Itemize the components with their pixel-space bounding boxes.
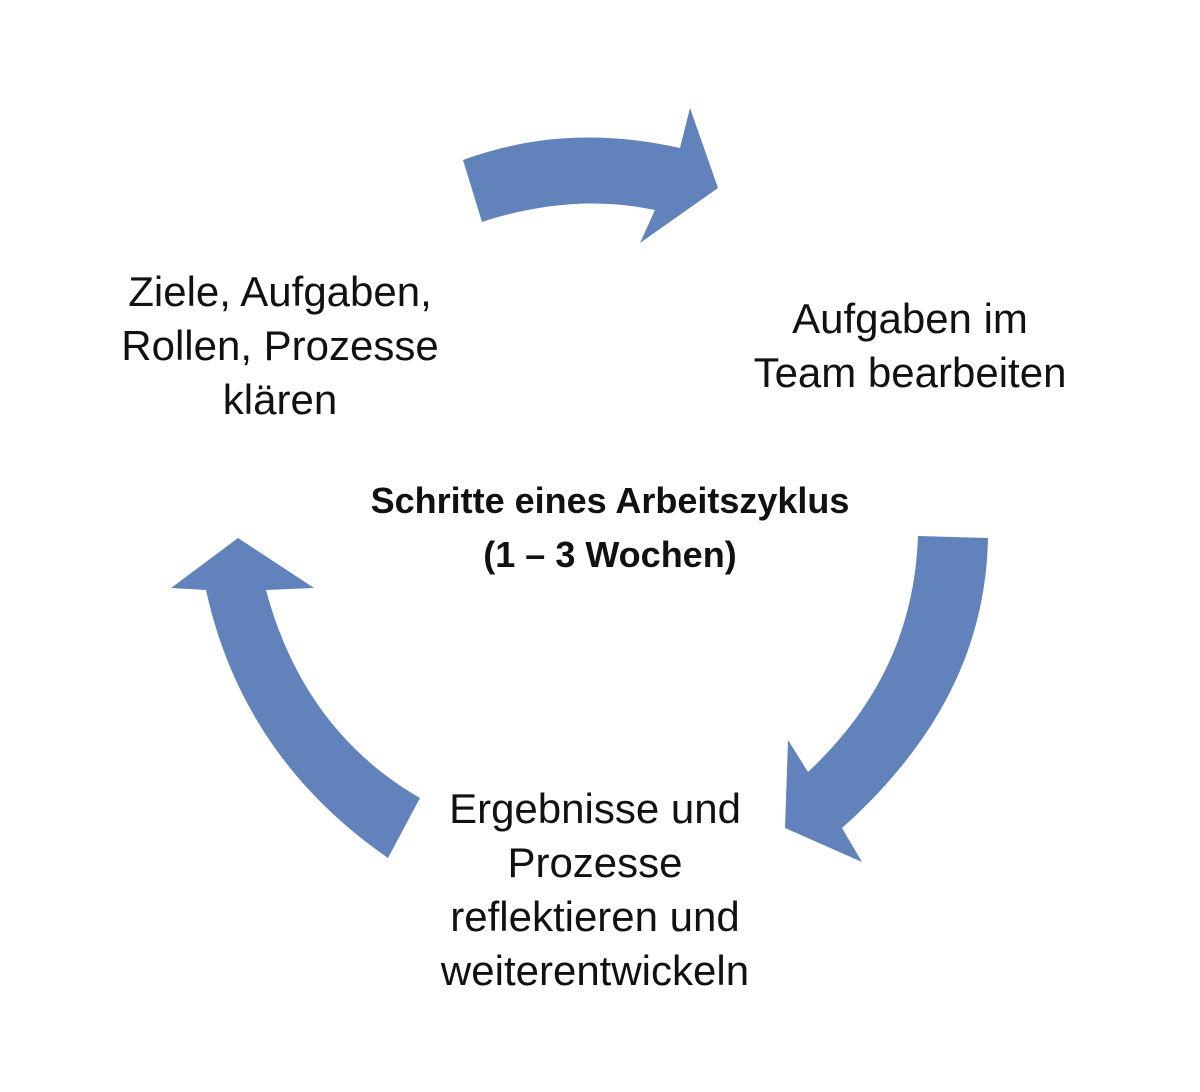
arrow-step1-to-step2 [463, 108, 718, 243]
step-clarify-goals: Ziele, Aufgaben, Rollen, Prozesse klären [90, 265, 470, 427]
cycle-title-line-1: Schritte eines Arbeitszyklus [370, 480, 850, 521]
step-reflect-develop: Ergebnisse und Prozesse reflektieren und… [395, 782, 795, 998]
step-3-line-4: weiterentwickeln [440, 947, 750, 994]
step-1-line-1: Ziele, Aufgaben, [128, 268, 432, 315]
step-2-line-1: Aufgaben im [792, 295, 1028, 342]
step-1-line-3: klären [222, 376, 338, 423]
cycle-title-line-2: (1 – 3 Wochen) [483, 534, 737, 575]
step-1-line-2: Rollen, Prozesse [121, 322, 439, 369]
step-3-line-2: Prozesse [507, 839, 683, 886]
arrow-step3-to-step1 [171, 538, 420, 858]
step-3-line-1: Ergebnisse und [449, 785, 741, 832]
arrow-step2-to-step3 [785, 536, 988, 862]
step-2-line-2: Team bearbeiten [753, 349, 1067, 396]
step-work-tasks: Aufgaben im Team bearbeiten [720, 292, 1100, 400]
cycle-title: Schritte eines Arbeitszyklus (1 – 3 Woch… [310, 474, 910, 582]
step-3-line-3: reflektieren und [450, 893, 740, 940]
